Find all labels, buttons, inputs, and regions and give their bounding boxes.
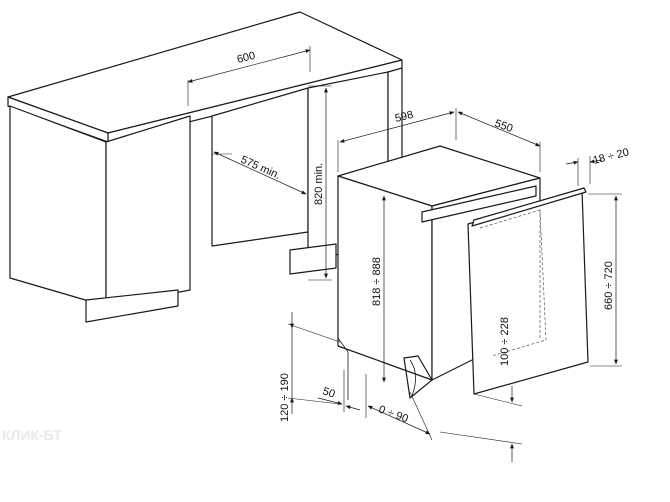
dim-top-width: 600 (187, 46, 311, 106)
label-door-height: 660 ÷ 720 (603, 261, 615, 310)
dim-plinth-height: 120 ÷ 190 (279, 312, 341, 422)
label-cavity-height: 820 min. (313, 163, 325, 205)
dim-appliance-width: 598 (337, 108, 457, 172)
dim-appliance-depth: 550 (457, 111, 541, 172)
dim-door-height: 660 ÷ 720 (588, 193, 622, 367)
dim-plinth-depth: 50 (317, 370, 361, 412)
label-appliance-depth: 550 (493, 118, 514, 136)
label-plinth-depth: 50 (321, 385, 336, 400)
label-plinth-height: 120 ÷ 190 (279, 373, 291, 422)
dim-feet-adjust: 0 ÷ 90 (365, 374, 433, 441)
door-panel (467, 187, 589, 395)
label-appliance-width: 598 (394, 109, 415, 125)
watermark: КЛИК-БТ (2, 427, 62, 443)
label-door-thickness: 18 ÷ 20 (592, 146, 630, 167)
label-feet-adjust: 0 ÷ 90 (377, 404, 410, 426)
dim-door-offset: 100 ÷ 228 (439, 317, 523, 462)
label-top-width: 600 (236, 50, 257, 66)
label-door-offset: 100 ÷ 228 (499, 317, 511, 366)
dim-appliance-height: 818 ÷ 888 (371, 195, 386, 383)
label-appliance-height: 818 ÷ 888 (371, 257, 383, 306)
dim-door-thickness: 18 ÷ 20 (565, 146, 630, 186)
dim-cavity-height: 820 min. (308, 85, 332, 281)
